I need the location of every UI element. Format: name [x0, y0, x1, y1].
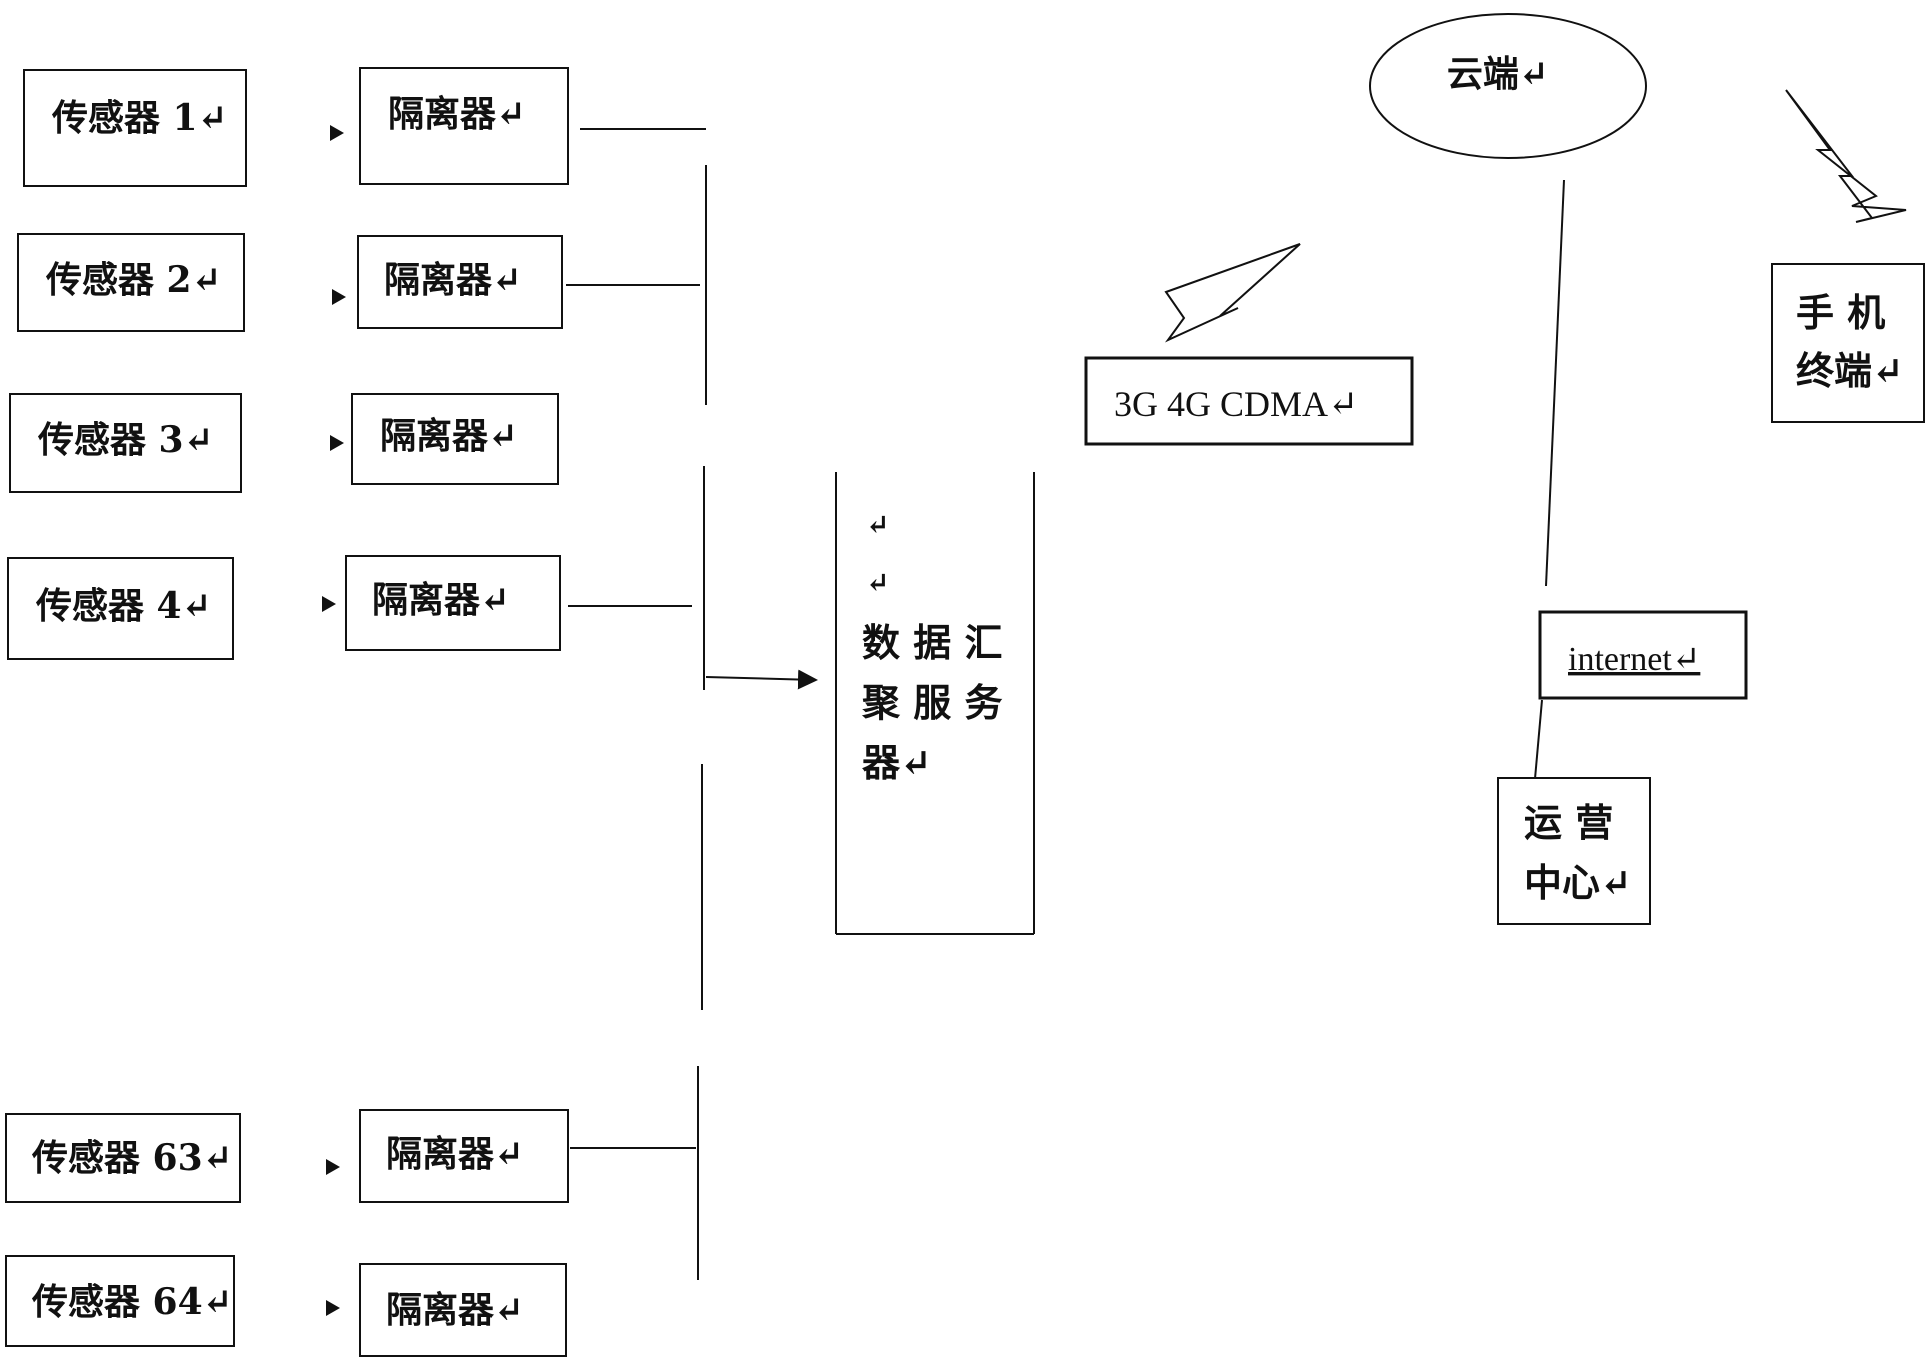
- isolator-63-box: 隔离器↵: [359, 1109, 569, 1203]
- cloud-node: 云端↵: [1369, 13, 1647, 159]
- sensor-arrowheads: [322, 125, 346, 1316]
- vertical-bus: [697, 165, 707, 1280]
- ops-center-line-1: 运 营: [1524, 800, 1613, 845]
- isolator-4-box: 隔离器↵: [345, 555, 561, 651]
- internet-label: internet↵: [1568, 641, 1700, 678]
- isolator-1-box: 隔离器↵: [359, 67, 569, 185]
- data-aggregation-server-box: ↵ ↵ 数 据 汇 聚 服 务 器↵: [835, 472, 1035, 935]
- isolator-connectors: [566, 128, 706, 1149]
- phone-line-1: 手 机: [1796, 290, 1885, 335]
- sensor-4-box: 传感器 4↵: [7, 557, 234, 660]
- server-line-1: ↵: [866, 508, 889, 541]
- sensor-2-label: 传感器 2↵: [45, 259, 222, 301]
- phone-line-2: 终端↵: [1796, 348, 1904, 393]
- arrowhead-1: [330, 125, 344, 141]
- phone-signal-icon: [1785, 89, 1907, 223]
- cloud-label: 云端↵: [1447, 53, 1549, 95]
- operations-center-box: 运 营 中心↵: [1497, 777, 1651, 925]
- isolator-3-box: 隔离器↵: [351, 393, 559, 485]
- cloud-to-ops-line: [1533, 179, 1565, 791]
- sensor-64-label: 传感器 64↵: [31, 1281, 233, 1323]
- isolator-63-label: 隔离器↵: [386, 1133, 524, 1175]
- sensor-1-label: 传感器 1↵: [51, 97, 228, 139]
- mobile-network-box: 3G 4G CDMA↵: [1084, 356, 1414, 446]
- bus-to-server-arrow: [705, 669, 818, 690]
- sensor-2-box: 传感器 2↵: [17, 233, 245, 332]
- cloud-line-lower: [1533, 699, 1543, 791]
- arrowhead-63: [326, 1159, 340, 1175]
- server-line-4: 聚 服 务: [861, 680, 1002, 725]
- mobile-network-label: 3G 4G CDMA↵: [1114, 384, 1358, 424]
- isolator-3-label: 隔离器↵: [380, 415, 518, 457]
- internet-box: internet↵: [1538, 610, 1748, 700]
- sensor-64-box: 传感器 64↵: [5, 1255, 235, 1347]
- isolator-64-box: 隔离器↵: [359, 1263, 567, 1357]
- isolator-2-box: 隔离器↵: [357, 235, 563, 329]
- server-line-2: ↵: [866, 566, 889, 599]
- ops-center-line-2: 中心↵: [1524, 860, 1632, 905]
- wireless-signal-icon: [1164, 243, 1301, 343]
- phone-terminal-box: 手 机 终端↵: [1771, 263, 1925, 423]
- arrowhead-64: [326, 1300, 340, 1316]
- arrowhead-2: [332, 289, 346, 305]
- sensor-1-box: 传感器 1↵: [23, 69, 247, 187]
- cloud-line-upper: [1545, 179, 1565, 587]
- isolator-64-label: 隔离器↵: [386, 1289, 524, 1331]
- arrowhead-4: [322, 596, 336, 612]
- sensor-63-box: 传感器 63↵: [5, 1113, 241, 1203]
- server-line-3: 数 据 汇: [862, 620, 1002, 665]
- isolator-1-label: 隔离器↵: [388, 93, 526, 135]
- isolator-2-label: 隔离器↵: [384, 259, 522, 301]
- server-line-5: 器↵: [862, 740, 932, 785]
- sensor-3-label: 传感器 3↵: [37, 419, 214, 461]
- sensor-4-label: 传感器 4↵: [35, 585, 212, 627]
- sensor-3-box: 传感器 3↵: [9, 393, 242, 493]
- arrowhead-3: [330, 435, 344, 451]
- sensor-63-label: 传感器 63↵: [31, 1137, 233, 1179]
- isolator-4-label: 隔离器↵: [372, 579, 510, 621]
